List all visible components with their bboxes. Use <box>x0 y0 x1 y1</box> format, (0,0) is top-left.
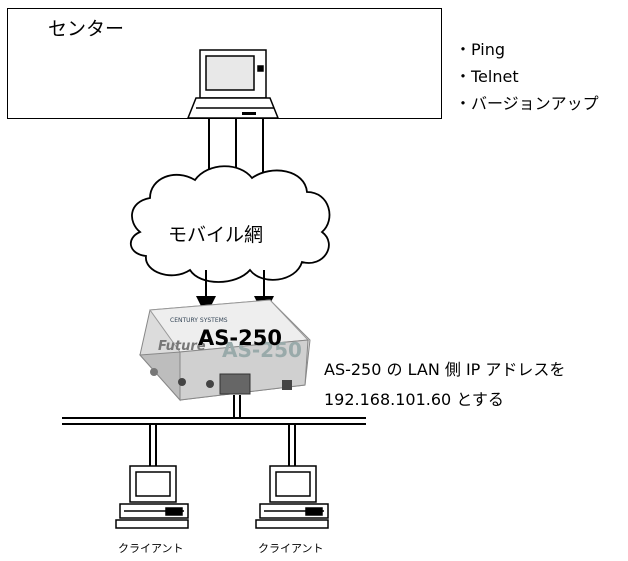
device-note: AS-250 の LAN 側 IP アドレスを 192.168.101.60 と… <box>324 355 565 415</box>
center-title: センター <box>48 18 125 40</box>
client-pc-icon-1 <box>115 465 189 529</box>
device-note-line1: AS-250 の LAN 側 IP アドレスを <box>324 360 566 379</box>
svg-text:Future: Future <box>158 339 206 354</box>
client-pc-icon-2 <box>255 465 329 529</box>
client-label-2: クライアント <box>258 542 324 555</box>
svg-text:CENTURY SYSTEMS: CENTURY SYSTEMS <box>170 317 228 324</box>
feature-ping: ・Ping <box>455 40 506 59</box>
feature-telnet: ・Telnet <box>455 67 519 86</box>
laptop-icon <box>186 49 280 119</box>
mobile-network-cloud <box>130 165 331 283</box>
router-device: CENTURY SYSTEMS Future AS-250 <box>138 299 311 402</box>
device-model-label: AS-250 <box>198 326 282 350</box>
svg-text:AS-250: AS-250 <box>222 338 302 362</box>
client-label-1: クライアント <box>118 542 184 555</box>
network-label: モバイル網 <box>168 224 264 246</box>
lan-bus <box>62 395 366 470</box>
feature-version-up: ・バージョンアップ <box>455 94 599 113</box>
device-note-line2: 192.168.101.60 とする <box>324 390 504 409</box>
